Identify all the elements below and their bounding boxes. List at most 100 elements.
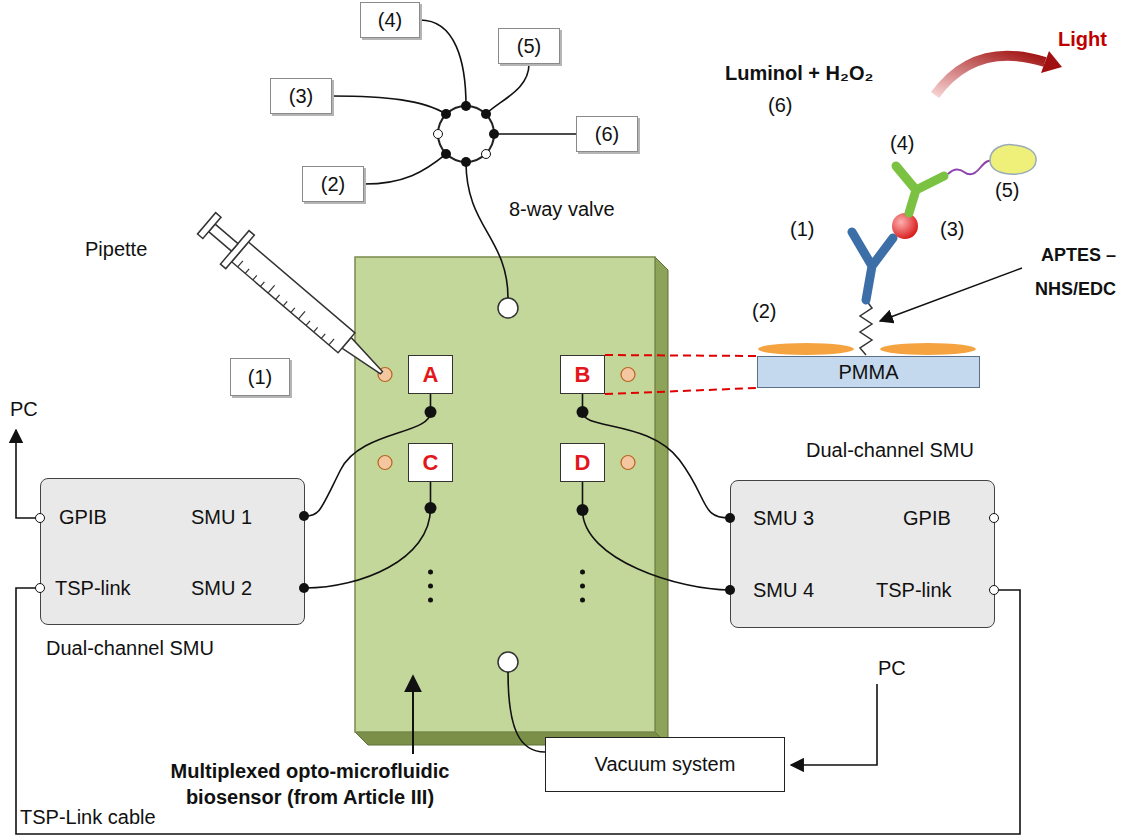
linker (860, 300, 872, 355)
node-label: (6) (595, 123, 619, 146)
vacuum-box: Vacuum system (545, 737, 785, 792)
pc-link (16, 430, 40, 518)
wire (466, 162, 508, 298)
valve-port (441, 149, 451, 159)
dot (580, 584, 585, 589)
pipette-barrel (232, 242, 355, 353)
cable-label: TSP-Link cable (18, 806, 158, 829)
plunger-cap (197, 213, 221, 239)
callout-number: (5) (995, 179, 1019, 202)
sensor-box: A (408, 355, 453, 394)
port-terminal (299, 511, 309, 521)
node-label: PMMA (839, 361, 899, 384)
valve-circle: 8-way valve (437, 105, 495, 163)
chip-face (355, 257, 655, 732)
wire (305, 482, 431, 588)
reagent-box: (3) (270, 78, 332, 114)
wire (583, 482, 731, 590)
capture-antibody (852, 232, 893, 300)
valve-port (481, 109, 491, 119)
node-label: B (575, 362, 591, 387)
node-label: C (423, 450, 439, 475)
tool-label: Pipette (85, 238, 147, 261)
node-label: (2) (321, 173, 345, 196)
fluid-port (498, 652, 518, 672)
device-label: PC (10, 398, 38, 421)
continuation-dots (428, 570, 585, 603)
dot (580, 570, 585, 575)
sensor-box: C (408, 443, 453, 482)
wire (332, 96, 446, 114)
port-terminal (299, 583, 309, 593)
sensor-box: D (560, 443, 605, 482)
node-label: A (423, 362, 439, 387)
unit-heading: Dual-channel SMU (806, 439, 974, 462)
inlet-dot (621, 456, 635, 470)
valve-port (461, 101, 471, 111)
pmma-slab: PMMA (757, 356, 980, 388)
fluid-port (498, 298, 518, 318)
blocking-layer (880, 343, 976, 355)
inlet-dot (378, 456, 392, 470)
port-terminal (725, 513, 735, 523)
pipette-tip (342, 338, 386, 379)
node-label: (3) (289, 85, 313, 108)
wire (420, 20, 466, 106)
biosensor-chip: Multiplexed opto-microfluidic biosensor … (355, 257, 655, 732)
magnify-line (605, 355, 757, 394)
hrp-enzyme (990, 145, 1036, 175)
node-label: (1) (248, 366, 272, 389)
inlet-dot (621, 368, 635, 382)
pc-link (791, 684, 877, 765)
port-socket (35, 583, 45, 593)
reagent-box: (1) (230, 358, 290, 396)
port-socket (989, 585, 999, 595)
wire (508, 672, 545, 752)
reagent-label: Luminol + H₂O₂ (725, 62, 873, 85)
chip-side (655, 257, 668, 745)
dot (580, 598, 585, 603)
wire (494, 133, 576, 135)
wire (486, 64, 529, 114)
node-label: SMU 3 (753, 507, 814, 530)
unit-heading: Dual-channel SMU (46, 637, 214, 660)
callout-number: (4) (890, 132, 914, 155)
reagent-box: (4) (360, 2, 420, 38)
conjugate-linker (948, 161, 992, 174)
node-label: SMU 1 (191, 506, 252, 529)
valve-port (441, 109, 451, 119)
valve-port (489, 129, 499, 139)
valve-port-open (433, 129, 443, 139)
reagent-box: (6) (576, 116, 638, 152)
detection-antibody (896, 166, 944, 213)
port-socket (989, 513, 999, 523)
sensor-box: B (560, 355, 605, 394)
smu-unit: Dual-channel SMUSMU 3GPIBSMU 4TSP-link (730, 480, 995, 628)
node-label: Multiplexed opto-microfluidic biosensor … (140, 758, 480, 810)
blocking-layer (758, 343, 854, 355)
antigen (892, 213, 918, 239)
node-label: TSP-link (876, 579, 952, 602)
dot (428, 584, 433, 589)
smu-unit: GPIBSMU 1TSP-linkSMU 2Dual-channel SMU (40, 478, 305, 625)
callout-number: (3) (940, 218, 964, 241)
pipette (192, 207, 395, 390)
node-label: 8-way valve (509, 198, 615, 221)
light-arrow-head (1041, 51, 1062, 73)
reagent-box: (5) (498, 28, 560, 64)
port-terminal (725, 585, 735, 595)
node-label: TSP-link (55, 577, 131, 600)
node-label: Vacuum system (595, 753, 736, 776)
node-label: GPIB (903, 507, 951, 530)
chemistry-label: APTES – NHS/EDC (1028, 238, 1116, 306)
leader-arrow (880, 268, 1022, 321)
valve-port-open (481, 149, 491, 159)
scale-ticks (238, 259, 336, 345)
node-label: (5) (517, 35, 541, 58)
node-label: D (575, 450, 591, 475)
port-socket (35, 513, 45, 523)
device-label: PC (878, 657, 906, 680)
